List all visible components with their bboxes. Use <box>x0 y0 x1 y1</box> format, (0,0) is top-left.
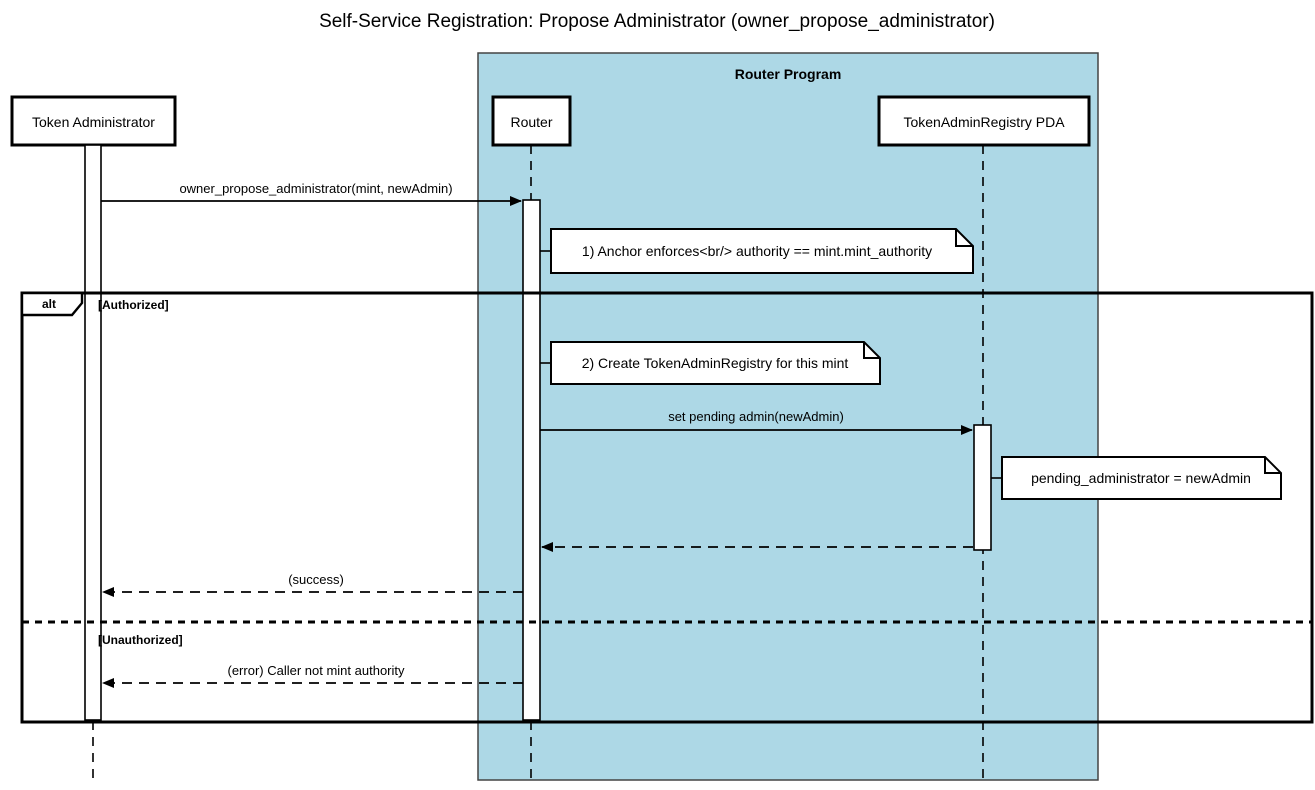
note-anchor-enforces: 1) Anchor enforces<br/> authority == min… <box>540 228 974 274</box>
activation-bar-actor <box>84 144 102 721</box>
note-1-fold <box>955 229 973 247</box>
participant-router-label: Router <box>510 114 552 130</box>
group-box-router-program: Router Program <box>477 52 1099 781</box>
message-2-label: set pending admin(newAdmin) <box>668 409 844 424</box>
alt-guard-unauthorized: [Unauthorized] <box>98 633 183 647</box>
message-owner-propose-administrator: owner_propose_administrator(mint, newAdm… <box>101 181 522 206</box>
participant-router[interactable]: Router <box>491 95 572 147</box>
participant-pda[interactable]: TokenAdminRegistry PDA <box>877 95 1091 147</box>
group-box-rect <box>477 52 1099 781</box>
note-2-text: 2) Create TokenAdminRegistry for this mi… <box>582 355 849 371</box>
note-pending-administrator: pending_administrator = newAdmin <box>991 456 1282 500</box>
note-create-token-admin-registry: 2) Create TokenAdminRegistry for this mi… <box>540 341 881 385</box>
message-success: (success) <box>102 572 523 597</box>
participant-actor[interactable]: Token Administrator <box>10 95 177 147</box>
note-2-body <box>550 341 881 385</box>
message-1-label: owner_propose_administrator(mint, newAdm… <box>179 181 452 196</box>
activation-bar-pda <box>973 424 992 551</box>
message-set-pending-admin: set pending admin(newAdmin) <box>540 409 973 435</box>
note-3-body <box>1001 456 1282 500</box>
activation-bar-router <box>522 199 541 721</box>
group-box-label: Router Program <box>735 66 842 82</box>
message-5-label: (error) Caller not mint authority <box>228 663 405 678</box>
note-2-fold <box>863 342 880 359</box>
alt-fragment-border <box>20 291 1314 724</box>
alt-operator-label: alt <box>42 297 56 311</box>
note-3-text: pending_administrator = newAdmin <box>1031 470 1251 486</box>
participant-router-box[interactable] <box>491 95 572 147</box>
alt-fragment: alt [Authorized] [Unauthorized] <box>20 291 1314 724</box>
participant-pda-box[interactable] <box>877 95 1091 147</box>
diagram-title: Self-Service Registration: Propose Admin… <box>319 11 995 32</box>
alt-operator-tab <box>20 291 84 317</box>
message-4-label: (success) <box>288 572 344 587</box>
note-1-body <box>550 228 974 274</box>
note-3-fold <box>1264 457 1281 474</box>
participant-pda-label: TokenAdminRegistry PDA <box>903 114 1065 130</box>
alt-guard-authorized: [Authorized] <box>98 298 169 312</box>
participant-actor-label: Token Administrator <box>32 114 155 130</box>
message-error: (error) Caller not mint authority <box>102 663 523 688</box>
note-1-text: 1) Anchor enforces<br/> authority == min… <box>582 243 932 259</box>
